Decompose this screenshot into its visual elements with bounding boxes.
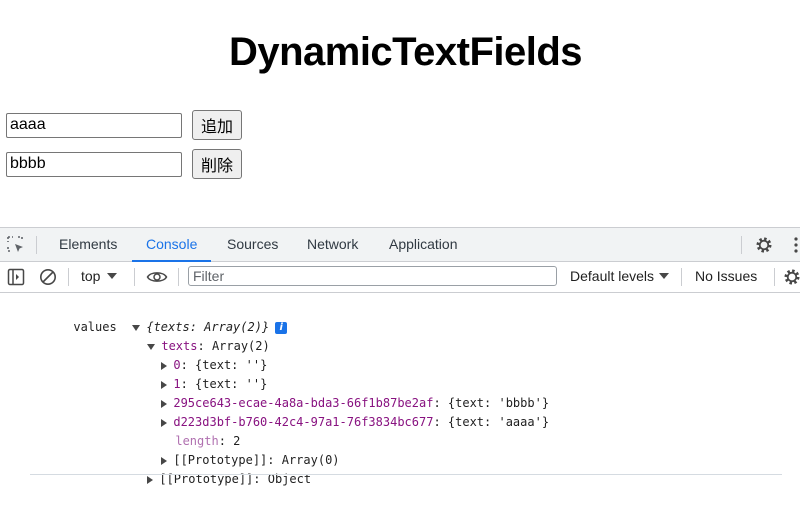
divider — [36, 236, 37, 254]
divider — [681, 268, 682, 286]
console-toolbar: top Default levels No Issues — [0, 262, 800, 293]
divider — [774, 268, 775, 286]
log-label: values — [73, 320, 117, 334]
divider — [741, 236, 742, 254]
log-levels-label: Default levels — [570, 268, 655, 284]
delete-button[interactable]: 削除 — [192, 149, 243, 179]
add-button[interactable]: 追加 — [192, 110, 243, 140]
expand-triangle-icon[interactable] — [132, 324, 141, 331]
array-item[interactable]: d223d3bf-b760-42c4-97a1-76f3834bc677: {t… — [118, 395, 549, 429]
divider — [178, 268, 179, 286]
property-key: 295ce643-ecae-4a8a-bda3-66f1b87be2af — [173, 396, 434, 410]
text-field-1[interactable] — [6, 112, 182, 138]
clear-console-icon[interactable] — [39, 268, 57, 286]
collapse-triangle-icon[interactable] — [161, 380, 168, 389]
object-prototype[interactable]: [[Prototype]]: Object — [104, 452, 311, 486]
divider — [134, 268, 135, 286]
settings-gear-icon[interactable] — [754, 235, 774, 255]
array-item[interactable]: 295ce643-ecae-4a8a-bda3-66f1b87be2af: {t… — [118, 376, 549, 410]
collapse-triangle-icon[interactable] — [161, 456, 168, 465]
property-key: d223d3bf-b760-42c4-97a1-76f3834bc677 — [173, 415, 434, 429]
array-item[interactable]: 1: {text: ''} — [118, 357, 267, 391]
more-options-icon[interactable] — [792, 236, 800, 254]
collapse-triangle-icon[interactable] — [161, 399, 168, 408]
property-key: 1 — [173, 377, 181, 391]
devtools-panel: Elements Console Sources Network Applica… — [0, 227, 800, 486]
object-root[interactable]: {texts: Array(2)} i — [89, 300, 288, 334]
property-value: {text: ''} — [195, 377, 268, 391]
console-settings-gear-icon[interactable] — [782, 267, 800, 287]
property-value: 2 — [233, 434, 241, 448]
text-field-2[interactable] — [6, 151, 182, 177]
text-field-row: 削除 — [6, 149, 243, 179]
console-divider — [30, 474, 782, 475]
context-label: top — [81, 268, 101, 284]
object-summary: {texts: Array(2)} — [146, 320, 270, 334]
page-title: DynamicTextFields — [228, 30, 583, 74]
property-value: {text: 'bbbb'} — [447, 396, 550, 410]
text-field-row: 追加 — [6, 110, 243, 140]
property-key: texts — [161, 339, 198, 353]
context-selector[interactable]: top — [81, 268, 118, 284]
tab-console[interactable]: Console — [131, 228, 212, 262]
array-length: length: 2 — [175, 434, 241, 448]
tab-sources[interactable]: Sources — [227, 236, 279, 252]
devtools-tabbar: Elements Console Sources Network Applica… — [0, 228, 800, 262]
property-value: Array(2) — [211, 339, 270, 353]
property-texts[interactable]: texts: Array(2) — [104, 319, 270, 353]
collapse-triangle-icon[interactable] — [161, 361, 168, 370]
live-expression-eye-icon[interactable] — [146, 268, 168, 286]
collapse-triangle-icon[interactable] — [161, 418, 168, 427]
property-key: 0 — [173, 358, 181, 372]
expand-triangle-icon[interactable] — [147, 343, 156, 350]
property-value: {text: 'aaaa'} — [447, 415, 550, 429]
console-log-line: values — [30, 300, 116, 334]
dropdown-arrow-icon — [107, 273, 118, 279]
log-levels-dropdown[interactable]: Default levels — [570, 268, 670, 284]
array-item[interactable]: 0: {text: ''} — [118, 338, 267, 372]
info-icon[interactable]: i — [275, 321, 288, 334]
collapse-triangle-icon[interactable] — [147, 475, 154, 484]
sidebar-toggle-icon[interactable] — [7, 268, 25, 286]
property-value: {text: ''} — [195, 358, 268, 372]
property-value: Array(0) — [281, 453, 340, 467]
property-key: length — [175, 434, 219, 448]
tab-elements[interactable]: Elements — [59, 236, 118, 252]
divider — [68, 268, 69, 286]
inspect-element-icon[interactable] — [6, 235, 26, 255]
tab-network[interactable]: Network — [307, 236, 359, 252]
array-prototype[interactable]: [[Prototype]]: Array(0) — [118, 433, 340, 467]
dropdown-arrow-icon — [659, 273, 670, 279]
tab-application[interactable]: Application — [389, 236, 458, 252]
issues-counter[interactable]: No Issues — [695, 268, 758, 284]
property-key: [[Prototype]] — [173, 453, 268, 467]
filter-input[interactable] — [188, 266, 557, 286]
